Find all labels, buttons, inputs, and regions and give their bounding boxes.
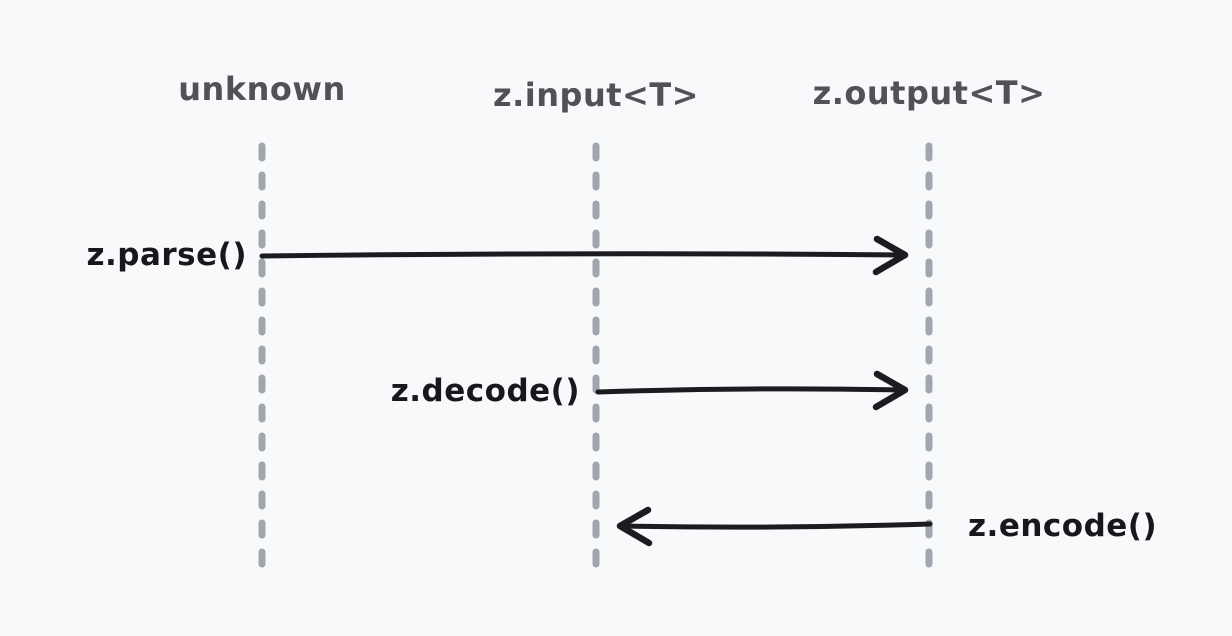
message-label-parse: z.parse() bbox=[86, 237, 247, 273]
lifeline-label-unknown: unknown bbox=[178, 70, 346, 108]
encode-arrow bbox=[616, 506, 933, 547]
parse-arrow bbox=[259, 235, 909, 276]
lifeline-label-output: z.output<T> bbox=[812, 74, 1046, 112]
lifeline-label-input: z.input<T> bbox=[493, 76, 699, 114]
message-label-encode: z.encode() bbox=[968, 508, 1158, 544]
decode-arrow bbox=[595, 370, 909, 411]
message-label-decode: z.decode() bbox=[390, 373, 580, 409]
